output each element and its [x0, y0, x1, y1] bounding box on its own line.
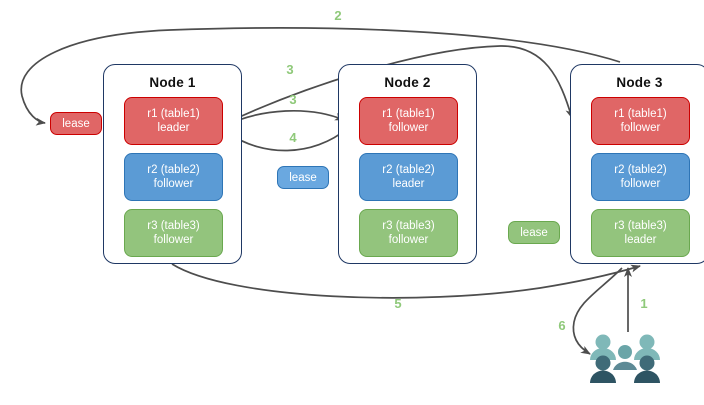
replica-node1-r1[interactable]: r1 (table1) leader [124, 97, 223, 145]
lease-label: lease [289, 171, 317, 184]
replica-name: r3 (table3) [147, 220, 200, 232]
replica-node3-r1[interactable]: r1 (table1) follower [591, 97, 690, 145]
replica-name: r1 (table1) [382, 108, 435, 120]
step-label-1: 1 [640, 296, 648, 311]
lease-badge-r1[interactable]: lease [50, 112, 102, 135]
replica-role: follower [620, 122, 661, 134]
node-title: Node 2 [384, 75, 431, 90]
step-label-6: 6 [558, 318, 566, 333]
step-label-3-middle: 3 [289, 92, 297, 107]
lease-badge-r3[interactable]: lease [508, 221, 560, 244]
replica-node3-r2[interactable]: r2 (table2) follower [591, 153, 690, 201]
replica-name: r3 (table3) [382, 220, 435, 232]
arrow-step-5-node1-to-node3 [171, 263, 641, 299]
replica-name: r3 (table3) [614, 220, 667, 232]
replica-role: follower [388, 234, 429, 246]
replica-node2-r2[interactable]: r2 (table2) leader [359, 153, 458, 201]
users-icon [590, 334, 660, 383]
replica-node2-r3[interactable]: r3 (table3) follower [359, 209, 458, 257]
lease-badge-r2[interactable]: lease [277, 166, 329, 189]
replica-name: r2 (table2) [147, 164, 200, 176]
node-box-node1[interactable]: Node 1 r1 (table1) leader r2 (table2) fo… [103, 64, 242, 264]
replica-role: leader [157, 122, 190, 134]
lease-label: lease [62, 117, 90, 130]
node-title: Node 3 [616, 75, 663, 90]
step-label-5: 5 [394, 296, 402, 311]
replica-node2-r1[interactable]: r1 (table1) follower [359, 97, 458, 145]
replica-role: follower [153, 234, 194, 246]
replica-name: r2 (table2) [614, 164, 667, 176]
replica-name: r1 (table1) [147, 108, 200, 120]
node-box-node2[interactable]: Node 2 r1 (table1) follower r2 (table2) … [338, 64, 477, 264]
replica-name: r2 (table2) [382, 164, 435, 176]
replica-node1-r3[interactable]: r3 (table3) follower [124, 209, 223, 257]
step-label-3-upper: 3 [286, 62, 294, 77]
replica-name: r1 (table1) [614, 108, 667, 120]
step-label-2: 2 [334, 8, 342, 23]
replica-role: leader [392, 178, 425, 190]
node-box-node3[interactable]: Node 3 r1 (table1) follower r2 (table2) … [570, 64, 704, 264]
replica-role: follower [620, 178, 661, 190]
replica-node3-r3[interactable]: r3 (table3) leader [591, 209, 690, 257]
replica-role: follower [388, 122, 429, 134]
arrow-step-3-node1-to-node2 [223, 109, 345, 127]
replica-node1-r2[interactable]: r2 (table2) follower [124, 153, 223, 201]
step-label-4: 4 [289, 130, 297, 145]
node-title: Node 1 [149, 75, 196, 90]
lease-label: lease [520, 226, 548, 239]
replica-role: leader [624, 234, 657, 246]
replica-role: follower [153, 178, 194, 190]
